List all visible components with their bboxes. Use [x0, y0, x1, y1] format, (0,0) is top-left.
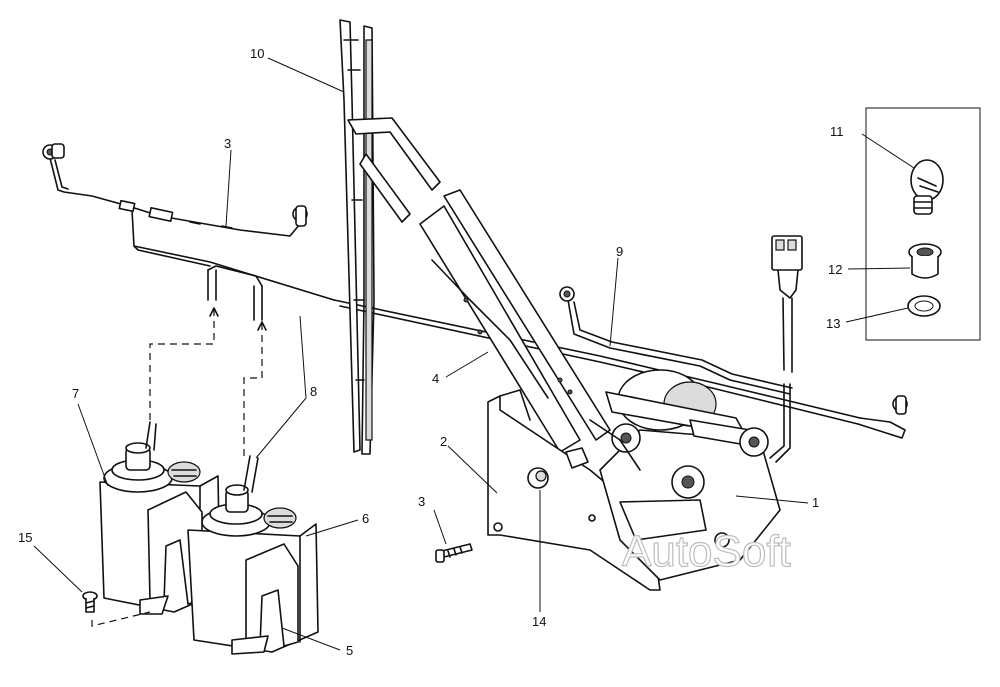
- screw-icon: [82, 591, 98, 613]
- cap-nut-icon: [527, 447, 589, 489]
- callout-8: 8: [310, 384, 317, 399]
- wiper-motor: [589, 369, 781, 581]
- nozzle-detail-icon: [910, 159, 944, 215]
- watermark: AutoSoft: [622, 527, 791, 576]
- callout-2: 2: [440, 434, 447, 449]
- assembly-guide-lines: [91, 265, 267, 627]
- callout-13: 13: [826, 316, 840, 331]
- washer-ring-icon: [907, 295, 941, 317]
- callout-5: 5: [346, 643, 353, 658]
- nozzle-left-center-icon: [292, 205, 308, 227]
- wiper-arm: [347, 117, 611, 453]
- callout-12: 12: [828, 262, 842, 277]
- washer-hose-right: [567, 299, 793, 463]
- wiper-blade: [339, 19, 375, 455]
- callout-15: 15: [18, 530, 32, 545]
- callout-4: 4: [432, 371, 439, 386]
- motor-bracket: [487, 389, 661, 591]
- callout-3-lower: 3: [418, 494, 425, 509]
- wiring-connector-icon: [771, 235, 803, 373]
- callout-10: 10: [250, 46, 264, 61]
- washer-hose-left: [49, 157, 335, 301]
- callout-labels: 1 2 3 3 4 5 6 7 8 9 10 11 12 13 14 15: [18, 46, 844, 658]
- callout-11: 11: [830, 124, 844, 139]
- callout-14: 14: [532, 614, 546, 629]
- bolt-icon: [435, 543, 473, 563]
- callout-7: 7: [72, 386, 79, 401]
- nozzle-right-icon: [559, 286, 908, 415]
- washer-reservoir-right: [187, 455, 319, 655]
- callout-6: 6: [362, 511, 369, 526]
- leader-lines: [33, 57, 915, 651]
- washer-hose-long: [333, 299, 906, 439]
- inset-frame: [865, 107, 981, 341]
- nozzle-left-icon: [42, 143, 65, 160]
- callout-3-upper: 3: [224, 136, 231, 151]
- callout-1: 1: [812, 495, 819, 510]
- callout-9: 9: [616, 244, 623, 259]
- grommet-icon: [908, 243, 942, 279]
